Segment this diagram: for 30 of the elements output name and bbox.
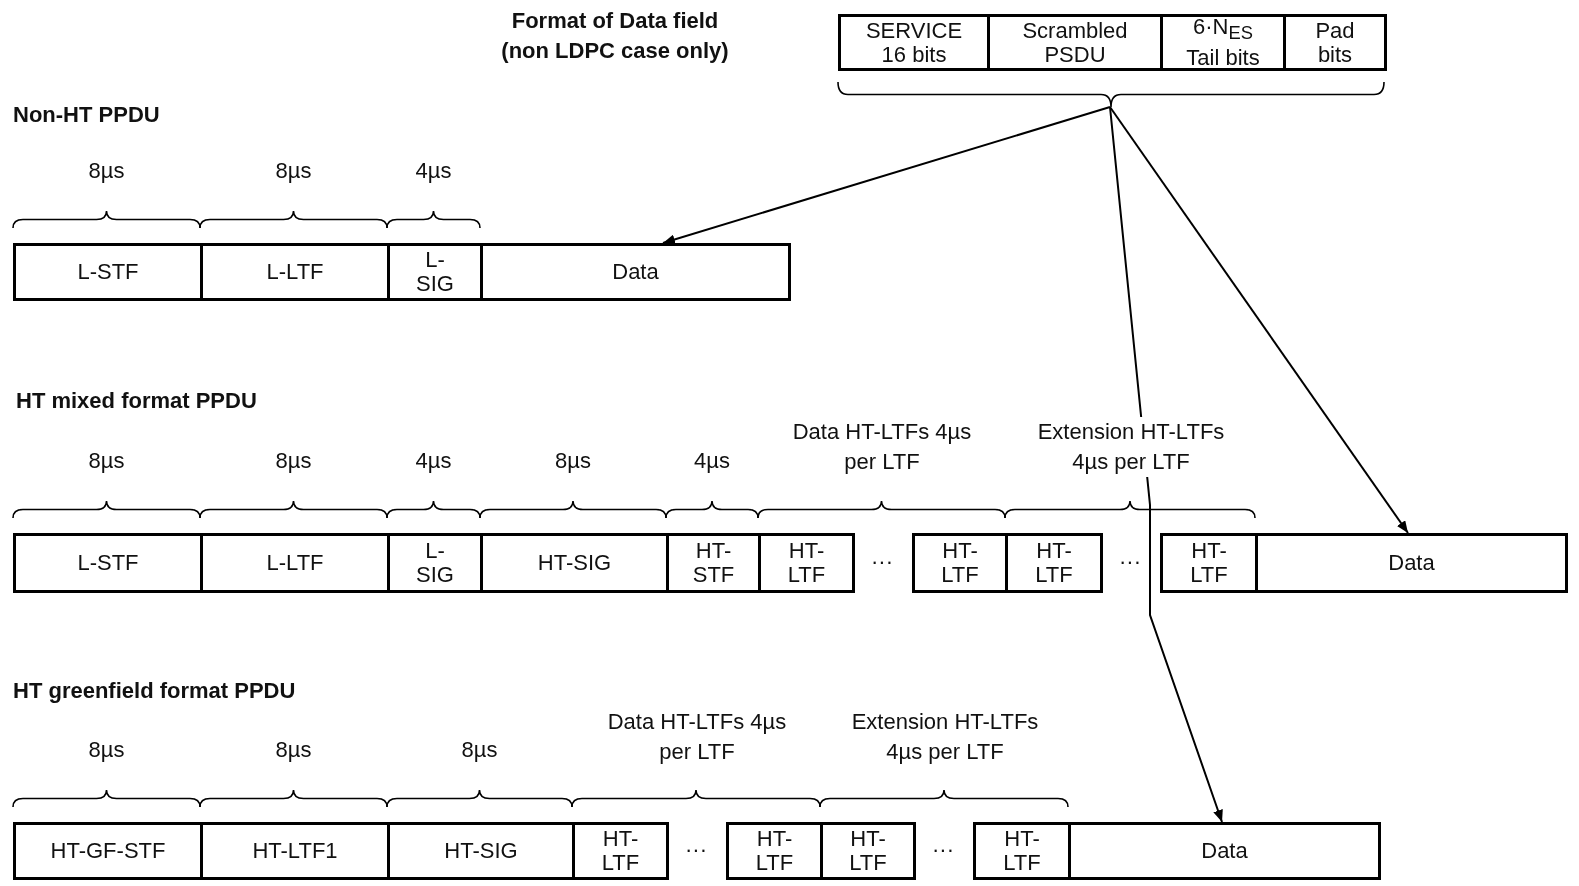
field-box: HT-LTF [912, 533, 1008, 593]
field-box: Data [1068, 822, 1381, 880]
field-box: HT-LTF [973, 822, 1071, 880]
arrow [662, 106, 1111, 245]
arrow [1109, 106, 1409, 534]
field-box: L-LTF [200, 243, 390, 301]
field-box: HT-SIG [387, 822, 575, 880]
field-box: L-SIG [387, 243, 483, 301]
field-box: HT-LTF [1160, 533, 1258, 593]
field-box: L-STF [13, 243, 203, 301]
field-box: HT-LTF [758, 533, 855, 593]
field-box: HT-STF [666, 533, 761, 593]
field-box: L-SIG [387, 533, 483, 593]
field-box: HT-LTF [726, 822, 823, 880]
field-box: Data [1255, 533, 1568, 593]
field-box: 6·N$_{ES}$ Tail bits [1160, 14, 1286, 71]
field-box: Pad bits [1283, 14, 1387, 71]
field-box: SERVICE 16 bits [838, 14, 990, 71]
brace [837, 81, 1385, 108]
arrow [1109, 106, 1223, 823]
field-box: HT-LTF [572, 822, 669, 880]
field-box: HT-GF-STF [13, 822, 203, 880]
field-box: Scrambled PSDU [987, 14, 1163, 71]
field-box: HT-LTF [820, 822, 916, 880]
field-box: HT-SIG [480, 533, 669, 593]
field-box: HT-LTF [1005, 533, 1103, 593]
field-box: HT-LTF1 [200, 822, 390, 880]
field-box: Data [480, 243, 791, 301]
field-box: L-STF [13, 533, 203, 593]
field-box: L-LTF [200, 533, 390, 593]
